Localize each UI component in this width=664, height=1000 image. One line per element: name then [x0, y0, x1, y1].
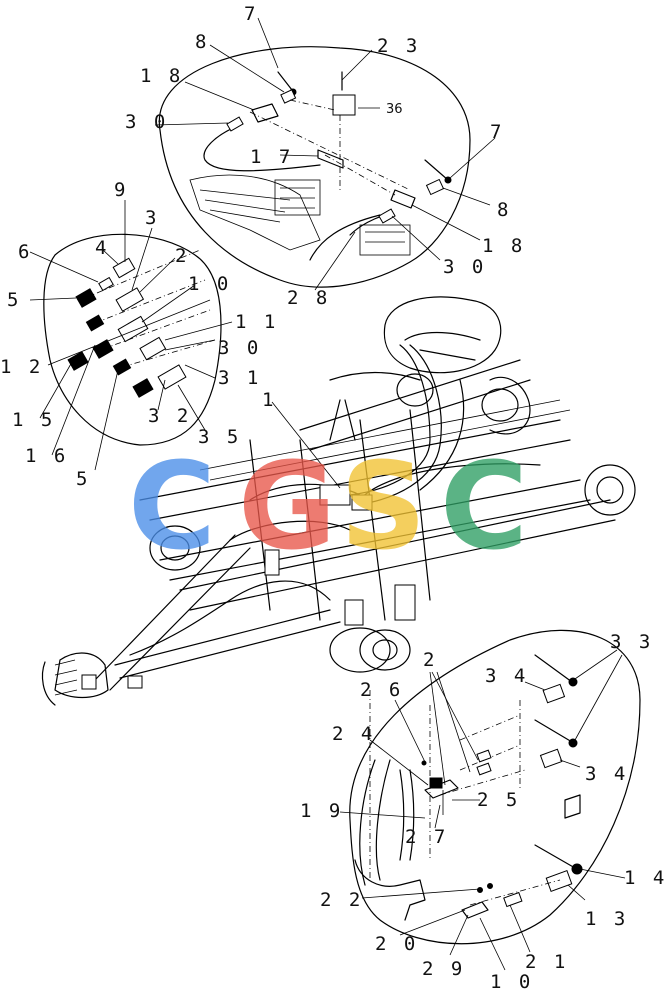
callout-label: 2 4 — [332, 723, 375, 745]
watermark: C G S C — [128, 438, 528, 577]
left-detail-bubble — [29, 200, 233, 471]
callout-label: 7 — [490, 121, 504, 143]
callout-label: 1 6 — [25, 445, 68, 467]
callout-label: 2 8 — [287, 287, 330, 309]
top-detail-bubble — [154, 17, 496, 291]
callout-label: 7 — [244, 3, 258, 25]
callout-label: 5 — [76, 468, 90, 490]
callout-label: 3 4 — [585, 763, 628, 785]
callout-label: 1 5 — [12, 409, 55, 431]
callout-label: 8 — [497, 199, 511, 221]
callout-label: 2 0 — [375, 933, 418, 955]
bottom-right-detail-bubble — [339, 629, 641, 971]
main-callouts: 1 — [262, 389, 276, 411]
callout-label: 1 2 — [0, 356, 43, 378]
callout-label: 36 — [386, 102, 403, 117]
callout-label: 3 1 — [218, 367, 261, 389]
callout-label: 2 6 — [360, 679, 403, 701]
watermark-letter: C — [440, 438, 528, 577]
callout-label: 2 9 — [422, 958, 465, 980]
callout-label: 3 0 — [125, 111, 168, 133]
callout-label: 2 — [175, 245, 189, 267]
callout-label: 1 8 — [140, 65, 183, 87]
callout-label: 1 4 — [624, 867, 664, 889]
callout-label: 2 3 — [377, 35, 420, 57]
callout-label: 3 2 — [148, 405, 191, 427]
callout-label: 1 1 — [235, 311, 278, 333]
callout-label: 1 — [262, 389, 276, 411]
callout-label: 1 3 — [585, 908, 628, 930]
callout-label: 1 0 — [188, 273, 231, 295]
watermark-letter: C — [128, 438, 216, 577]
callout-label: 3 — [145, 207, 159, 229]
callout-label: 3 5 — [198, 426, 241, 448]
watermark-letter: S — [340, 438, 426, 577]
callout-label: 2 2 — [320, 889, 363, 911]
callout-label: 3 4 — [485, 665, 528, 687]
callout-label: 1 0 — [490, 971, 533, 993]
main-machine — [41, 296, 636, 706]
callout-label: 8 — [195, 31, 209, 53]
watermark-letter: G — [238, 438, 337, 577]
callout-label: 6 — [18, 241, 32, 263]
callout-label: 3 0 — [443, 256, 486, 278]
callout-label: 2 1 — [525, 951, 568, 973]
top-callouts: 7 8 2 3 1 8 36 3 0 1 7 7 8 1 8 3 0 2 8 — [125, 3, 525, 309]
callout-label: 5 — [7, 289, 21, 311]
callout-label: 3 0 — [218, 337, 261, 359]
callout-label: 4 — [95, 237, 109, 259]
callout-label: 1 7 — [250, 146, 293, 168]
callout-label: 2 7 — [405, 826, 448, 848]
left-callouts: 9 6 4 3 2 5 1 0 1 1 1 2 3 0 3 1 1 5 3 2 … — [0, 179, 278, 490]
callout-label: 1 9 — [300, 800, 343, 822]
callout-label: 3 3 — [610, 631, 653, 653]
callout-label: 1 8 — [482, 235, 525, 257]
callout-label: 2 — [423, 649, 437, 671]
callout-label: 9 — [114, 179, 128, 201]
callout-label: 2 5 — [477, 789, 520, 811]
bottom-callouts: 2 3 3 3 4 2 6 2 4 3 4 2 5 1 9 2 7 1 4 1 … — [300, 631, 664, 993]
